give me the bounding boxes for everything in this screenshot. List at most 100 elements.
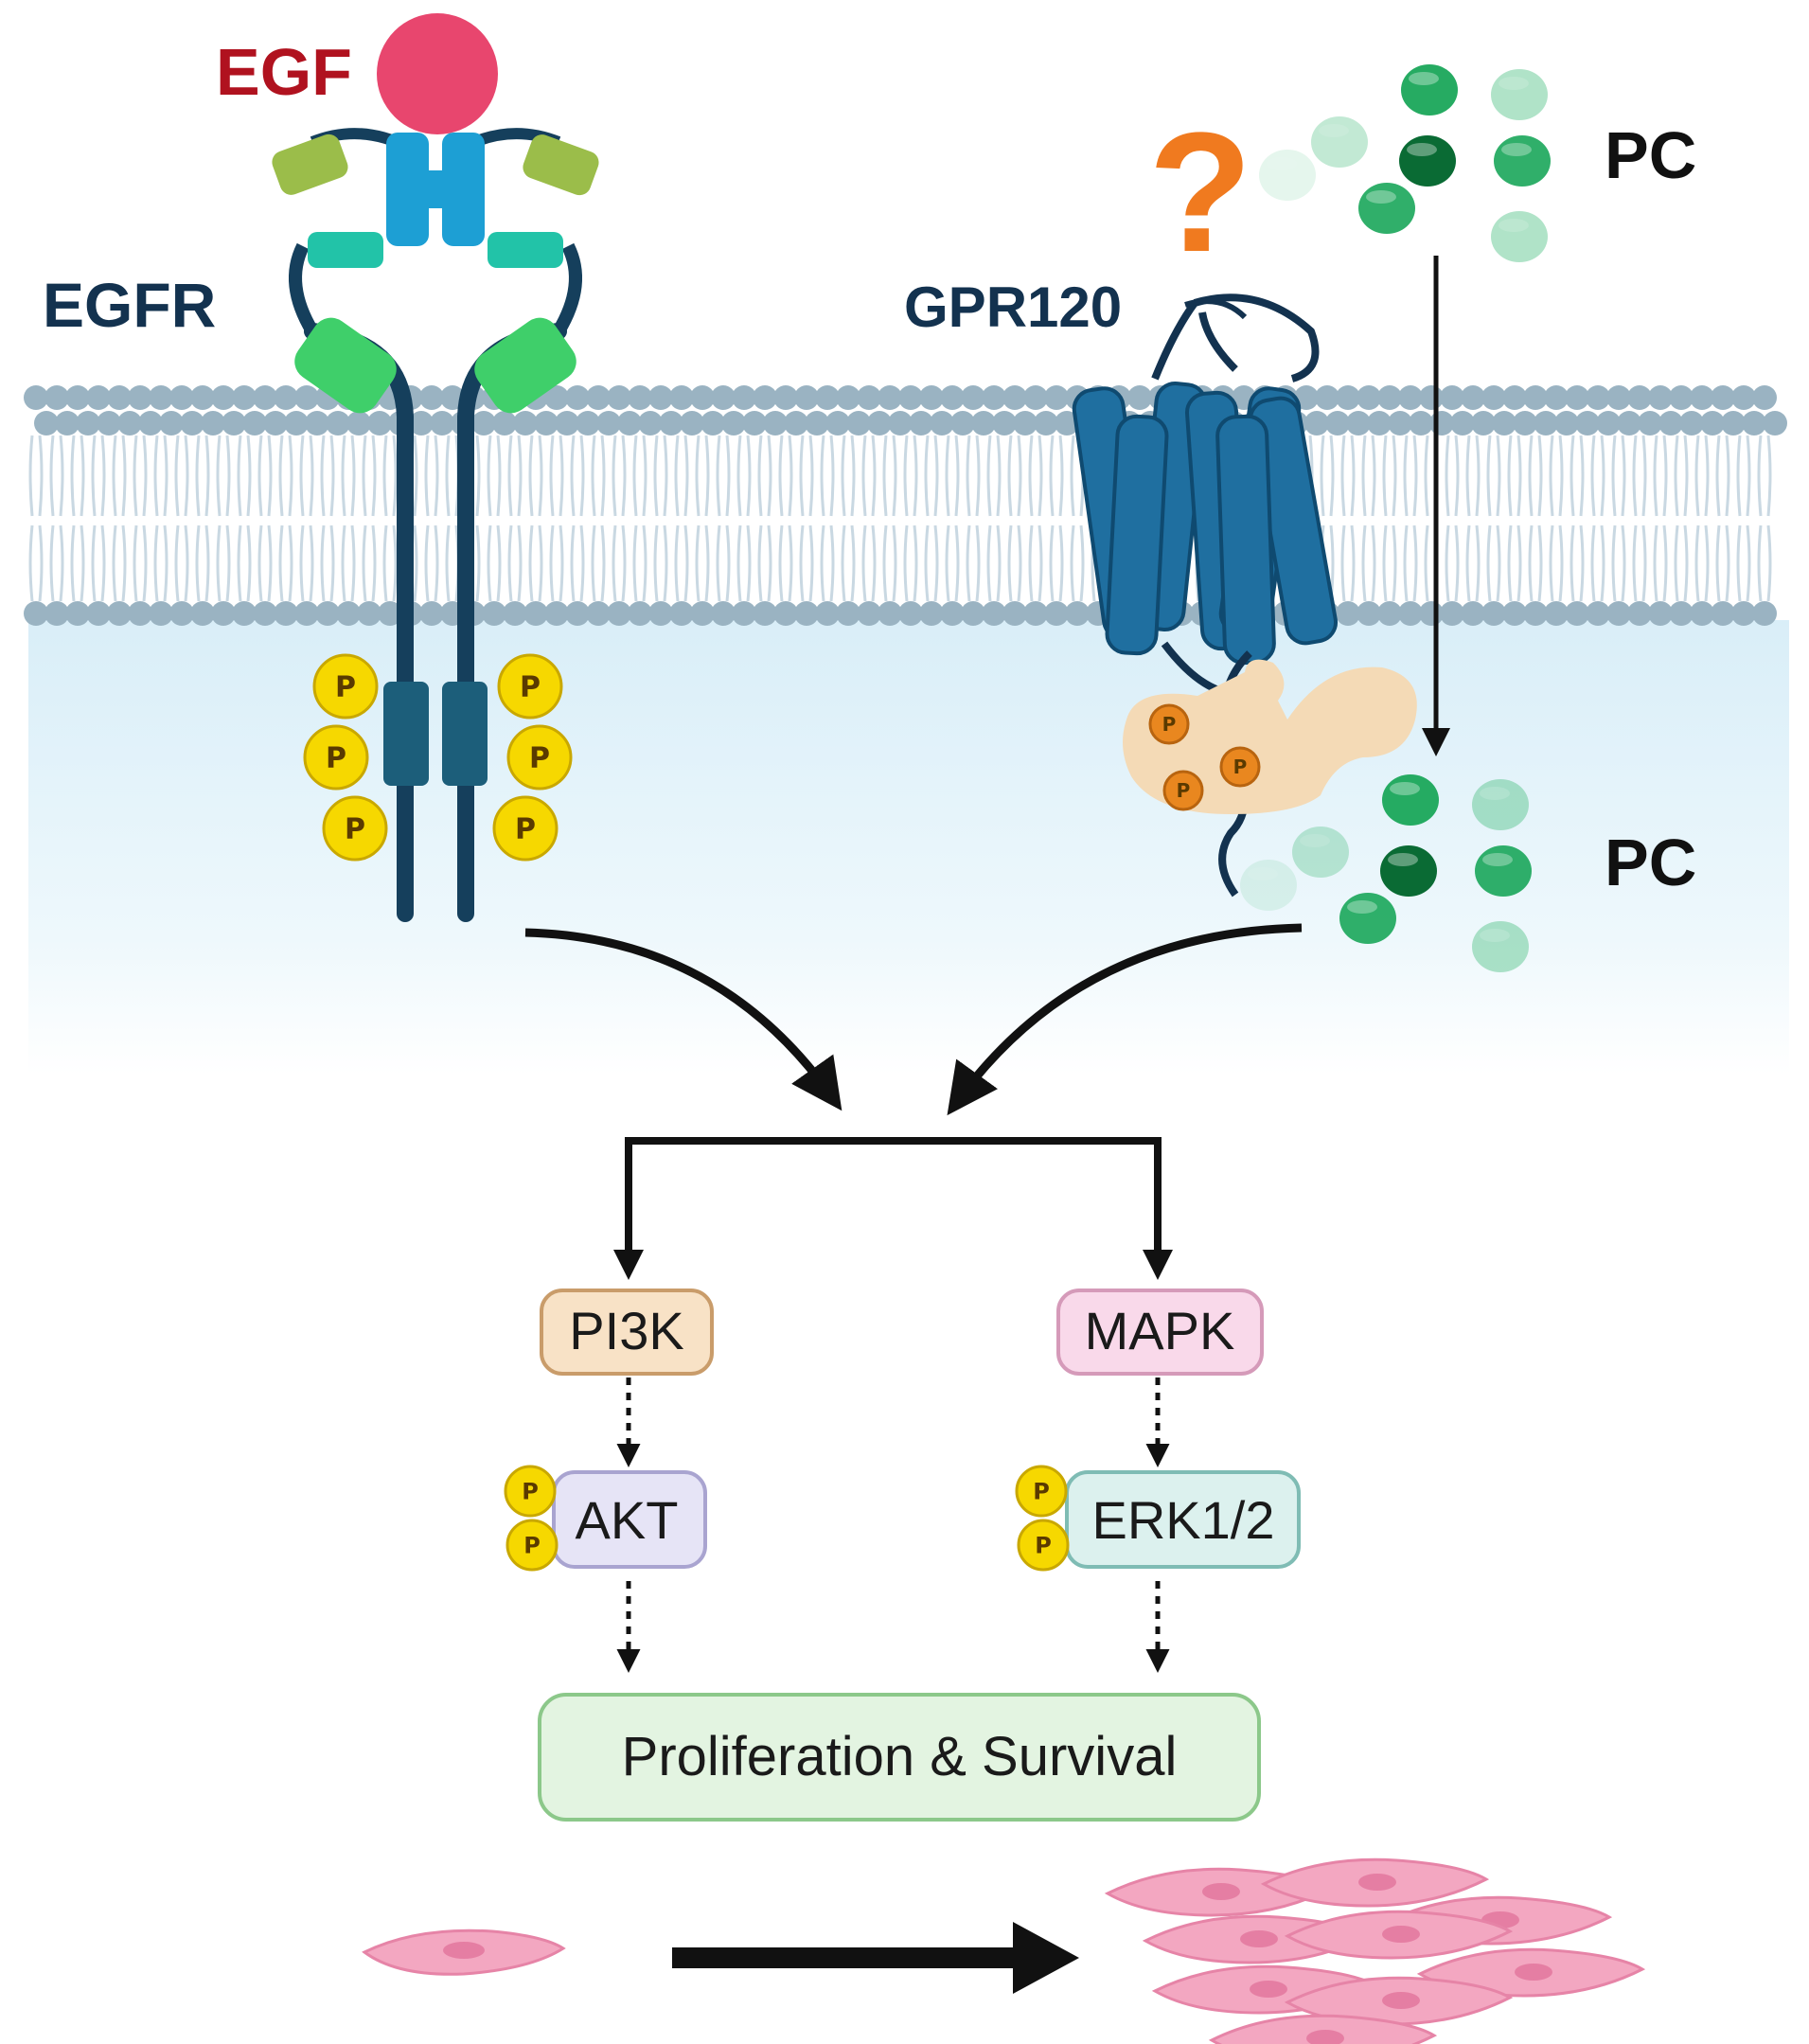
pc-molecule-highlight — [1482, 853, 1513, 866]
lipid-head — [982, 601, 1006, 626]
lipid-head — [638, 411, 663, 435]
egfr-receptor — [272, 128, 599, 922]
lipid-tail — [133, 435, 148, 517]
lipid-head — [1336, 385, 1360, 410]
lipid-tail — [299, 524, 314, 602]
lipid-head — [878, 601, 902, 626]
lipid-head — [628, 385, 652, 410]
lipid-tail — [924, 524, 939, 602]
lipid-tail — [736, 524, 752, 602]
lipid-tail — [1382, 524, 1397, 602]
lipid-tail — [653, 435, 668, 517]
lipid-head — [576, 411, 600, 435]
lipid-tail — [945, 435, 960, 517]
lipid-tail — [1674, 435, 1689, 517]
phosphate-label: P — [1162, 713, 1177, 736]
cell-nucleus — [1306, 2030, 1344, 2044]
lipid-head — [65, 601, 90, 626]
akt-phosphate-groups: PP — [504, 1465, 559, 1572]
lipid-head — [1638, 411, 1662, 435]
lipid-head — [65, 385, 90, 410]
lipid-head — [357, 601, 381, 626]
gpr120-signal-arrow — [947, 923, 1303, 1116]
lipid-head — [909, 411, 933, 435]
lipid-tail — [528, 435, 543, 517]
phosphate-circle — [1015, 1465, 1068, 1518]
egfr-label: EGFR — [43, 270, 216, 340]
lipid-tail — [320, 524, 335, 602]
lipid-tail — [362, 524, 377, 602]
lipid-head — [1044, 601, 1069, 626]
lipid-tail — [195, 435, 210, 517]
lipid-head — [1742, 411, 1766, 435]
pc-label-bottom: PC — [1605, 826, 1696, 899]
lipid-head — [732, 601, 756, 626]
lipid-head — [1002, 601, 1027, 626]
lipid-head — [794, 601, 819, 626]
pc-molecule-highlight — [1388, 853, 1418, 866]
phosphate-circle — [497, 653, 563, 720]
lipid-head — [773, 385, 798, 410]
phosphate-circle — [492, 795, 559, 862]
proliferated-cells — [1104, 1857, 1646, 2044]
lipid-tail — [966, 524, 981, 602]
pc-molecule — [1399, 135, 1456, 187]
lipid-tail — [1549, 435, 1564, 517]
lipid-head — [1398, 385, 1423, 410]
lipid-head — [961, 601, 985, 626]
lipid-head — [378, 601, 402, 626]
lipid-head — [482, 601, 506, 626]
lipid-head — [1346, 411, 1371, 435]
lipid-tail — [1632, 524, 1647, 602]
lipid-head — [76, 411, 100, 435]
lipid-tail — [591, 435, 606, 517]
lipid-head — [346, 411, 371, 435]
lipid-tail — [1736, 435, 1751, 517]
pc-molecule-highlight — [1501, 143, 1532, 156]
lipid-tail — [216, 435, 231, 517]
lipid-tail — [799, 435, 814, 517]
lipid-head — [44, 385, 69, 410]
pc-molecule-highlight — [1390, 782, 1420, 795]
lipid-tail — [861, 524, 877, 602]
lipid-head — [1690, 601, 1714, 626]
lipid-head — [690, 601, 715, 626]
lipid-tail — [320, 435, 335, 517]
lipid-head — [1648, 385, 1673, 410]
lipid-tail — [1611, 435, 1626, 517]
lipid-head — [669, 385, 694, 410]
lipid-head — [1669, 385, 1694, 410]
pc-molecule — [1382, 774, 1439, 826]
lipid-head — [1523, 385, 1548, 410]
phosphate-circle — [1017, 1519, 1070, 1572]
lipid-head — [711, 601, 736, 626]
lipid-tail — [1632, 435, 1647, 517]
lipid-tail — [1653, 435, 1668, 517]
pc-molecule — [1475, 845, 1532, 897]
lipid-tail — [757, 435, 772, 517]
lipid-head — [1013, 411, 1038, 435]
lipid-tail — [49, 524, 64, 602]
lipid-tail — [1320, 435, 1335, 517]
lipid-head — [471, 411, 496, 435]
lipid-head — [211, 385, 236, 410]
lipid-tail — [1007, 524, 1022, 602]
lipid-head — [1627, 601, 1652, 626]
lipid-head — [523, 601, 548, 626]
erk-node: ERK1/2 — [1065, 1470, 1301, 1569]
pathway-branch-connector — [625, 1137, 1162, 1259]
lipid-tail — [1590, 435, 1605, 517]
lipid-head — [721, 411, 746, 435]
lipid-tail — [237, 435, 252, 517]
lipid-tail — [716, 524, 731, 602]
lipid-tail — [1007, 435, 1022, 517]
lipid-head — [815, 601, 840, 626]
branch-arrowhead-pi3k — [613, 1250, 644, 1280]
lipid-tail — [570, 524, 585, 602]
lipid-head — [857, 385, 881, 410]
lipid-head — [1711, 385, 1735, 410]
lipid-head — [742, 411, 767, 435]
erk-label: ERK1/2 — [1092, 1490, 1275, 1550]
lipid-head — [222, 411, 246, 435]
phosphate-label: P — [1033, 1478, 1050, 1504]
